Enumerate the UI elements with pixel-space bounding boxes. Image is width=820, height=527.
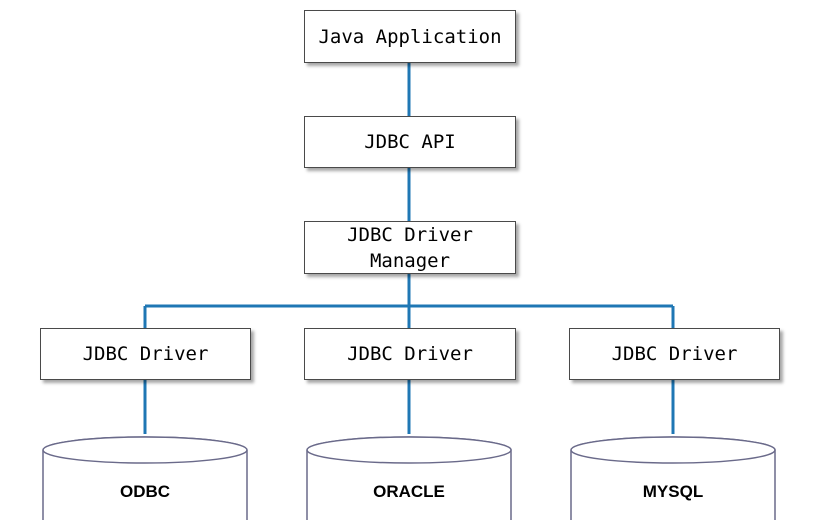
database-label-mysql: MYSQL bbox=[642, 482, 704, 501]
database-label-oracle: ORACLE bbox=[373, 482, 445, 501]
cylinder-icon bbox=[570, 436, 776, 520]
jdbc-driver-manager-box: JDBC Driver Manager bbox=[304, 221, 516, 274]
jdbc-driver-manager-label: JDBC Driver Manager bbox=[347, 223, 473, 272]
jdbc-driver-box-1: JDBC Driver bbox=[40, 328, 251, 380]
java-application-box: Java Application bbox=[304, 10, 516, 63]
database-cylinder-mysql: MYSQL bbox=[567, 434, 779, 520]
database-cylinder-odbc: ODBC bbox=[39, 434, 251, 520]
jdbc-api-box: JDBC API bbox=[304, 116, 516, 168]
database-cylinder-oracle: ORACLE bbox=[303, 434, 515, 520]
cylinder-icon bbox=[306, 436, 512, 520]
database-label-odbc: ODBC bbox=[119, 482, 171, 501]
jdbc-api-label: JDBC API bbox=[364, 131, 456, 153]
jdbc-driver-box-2: JDBC Driver bbox=[304, 328, 516, 380]
java-application-label: Java Application bbox=[318, 25, 502, 48]
jdbc-driver-label-2: JDBC Driver bbox=[347, 343, 473, 365]
jdbc-driver-box-3: JDBC Driver bbox=[569, 328, 780, 380]
cylinder-icon bbox=[42, 436, 248, 520]
jdbc-driver-label-3: JDBC Driver bbox=[611, 343, 738, 365]
jdbc-driver-label-1: JDBC Driver bbox=[82, 343, 209, 365]
